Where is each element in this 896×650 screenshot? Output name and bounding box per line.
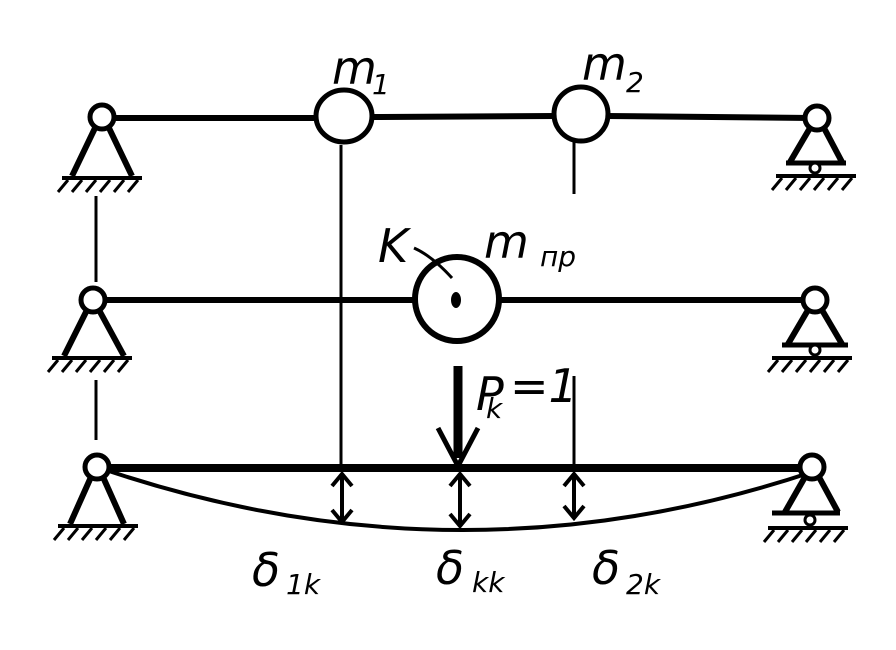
label-d1k-subscript: 1k <box>286 568 322 601</box>
middle-left-pin-support <box>46 285 134 374</box>
label-mpr: m <box>484 215 529 269</box>
deflection-arrow-d1k <box>330 470 354 526</box>
label-pk: P <box>476 367 504 421</box>
mass-m2-circle <box>551 84 611 144</box>
top-beam-middle-segment <box>371 113 557 120</box>
bottom-left-pin-support <box>52 452 140 542</box>
label-d2k-subscript: 2k <box>626 568 662 601</box>
label-d2k: δ <box>592 541 620 595</box>
label-mpr-subscript: пр <box>540 240 576 273</box>
label-dkk-subscript: kk <box>472 566 506 599</box>
label-m1-subscript: 1 <box>372 68 390 101</box>
top-right-roller-support <box>770 103 858 192</box>
label-pk-subscript: k <box>486 392 504 425</box>
label-pk-equals: =1 <box>510 359 578 413</box>
deflection-arrow-dkk <box>448 470 472 530</box>
top-left-pin-support <box>56 102 144 194</box>
middle-beam-system: K m пр <box>46 215 854 374</box>
point-k-dot <box>451 292 461 308</box>
projection-lines <box>94 142 576 468</box>
label-m1: m <box>332 41 377 95</box>
bottom-right-roller-support <box>762 452 850 544</box>
mass-m1-circle <box>313 87 375 145</box>
point-k-leader <box>413 246 454 280</box>
label-m2-subscript: 2 <box>626 66 644 99</box>
middle-right-roller-support <box>766 285 854 374</box>
label-d1k: δ <box>252 543 280 597</box>
deflection-curve <box>99 466 813 532</box>
label-dkk: δ <box>436 541 464 595</box>
top-beam-right-segment <box>605 113 813 121</box>
label-m2: m <box>582 37 627 91</box>
deflection-arrow-d2k <box>562 470 586 522</box>
bottom-beam-system: P k =1 δ 1k δ kk δ 2k <box>52 359 850 601</box>
top-beam-system: m 1 m 2 <box>56 37 858 194</box>
unit-load-arrowhead <box>435 426 481 472</box>
label-k: K <box>378 219 412 273</box>
